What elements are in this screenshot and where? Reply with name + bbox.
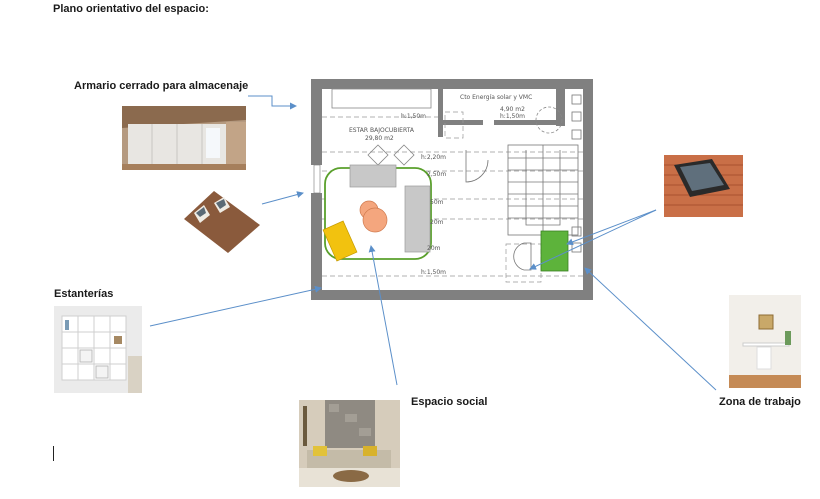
photo-claraboya — [664, 155, 743, 217]
label-espacio-social: Espacio social — [411, 396, 488, 408]
plan-label-energy: Cto Energía solar y VMC — [460, 94, 532, 101]
arrow-espacio-social — [368, 245, 398, 386]
plan-label-h20a: 20m — [430, 219, 444, 226]
plan-label-h50: 50m — [430, 199, 444, 206]
plan-window — [313, 164, 321, 194]
label-estanterias: Estanterías — [54, 288, 114, 300]
desk-chair — [513, 242, 532, 271]
arrow-armario — [248, 95, 297, 110]
plan-label-h20b: 20m — [427, 245, 441, 252]
label-armario: Armario cerrado para almacenaje — [74, 80, 249, 92]
label-zona-trabajo: Zona de trabajo — [719, 396, 801, 408]
cushion — [322, 220, 358, 262]
photo-estanterias — [54, 306, 142, 393]
plan-label-h220: h:2,20m — [421, 154, 446, 161]
arrow-claraboya — [566, 209, 657, 246]
plan-label-energy-height: h:1,50m — [500, 113, 525, 120]
table-circle-bottom — [362, 207, 388, 233]
sofa-right — [404, 185, 431, 253]
arrow-zona-trabajo — [584, 267, 717, 391]
plan-label-area: 29,80 m2 — [365, 135, 394, 142]
plan-label-h-bottom: h:1,50m — [421, 269, 446, 276]
sofa-top — [349, 164, 397, 188]
photo-dormer — [180, 191, 260, 253]
arrow-dormer — [261, 191, 304, 205]
desk — [540, 230, 569, 272]
arrow-claraboya-2 — [529, 209, 657, 270]
plan-label-h250: 2,50m — [427, 171, 446, 178]
text-cursor — [53, 446, 54, 461]
page-title: Plano orientativo del espacio: — [53, 3, 209, 15]
plan-label-energy-area: 4,90 m2 — [500, 106, 525, 113]
photo-espacio-social — [299, 400, 400, 487]
arrow-estanterias — [149, 285, 322, 327]
plan-label-room: ESTAR BAJOCUBIERTA — [349, 127, 415, 134]
photo-zona-trabajo — [729, 295, 801, 388]
plan-label-h-top: h:1,50m — [401, 113, 426, 120]
photo-armario — [122, 106, 246, 170]
